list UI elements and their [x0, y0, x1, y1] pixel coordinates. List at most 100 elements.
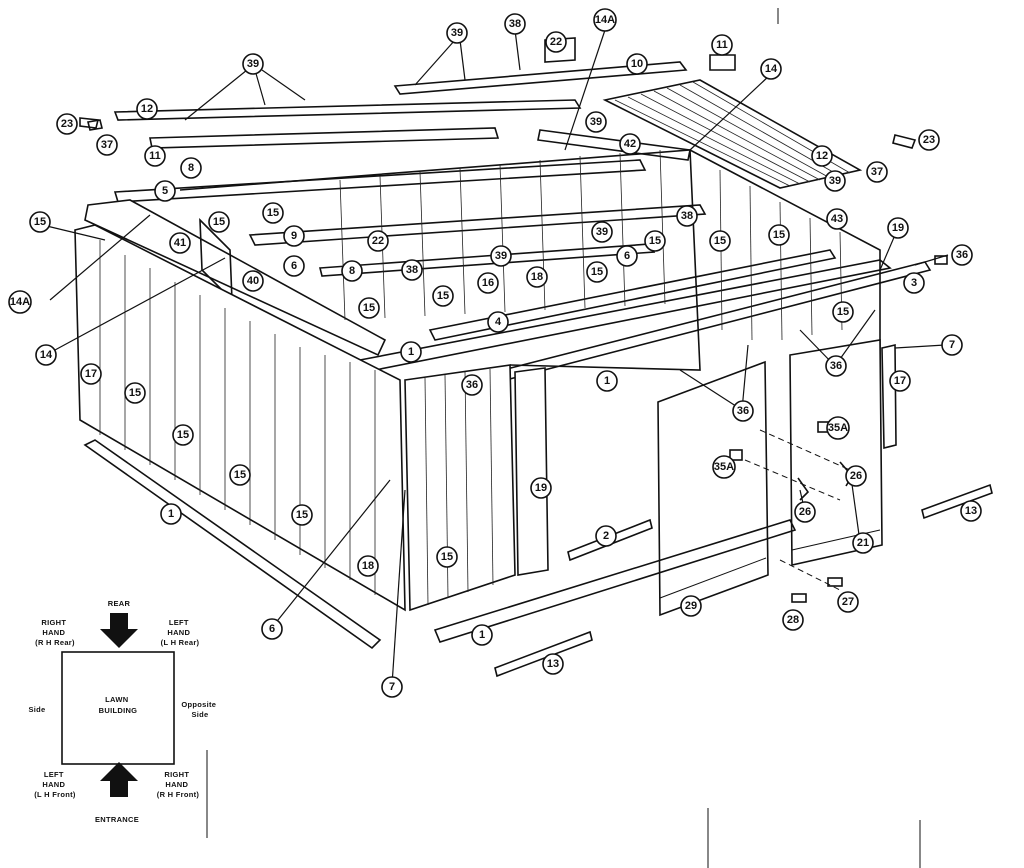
callout-number: 39 [451, 27, 463, 39]
callout-number: 43 [831, 213, 843, 225]
callout-number: 15 [773, 229, 785, 241]
callout-number: 15 [363, 302, 375, 314]
callout-number: 29 [685, 600, 697, 612]
callout-15: 15 [436, 546, 458, 568]
callout-number: 36 [466, 379, 478, 391]
callout-number: 17 [894, 375, 906, 387]
building-structure [74, 37, 993, 678]
callout-number: 15 [591, 266, 603, 278]
callout-1: 1 [596, 370, 618, 392]
callout-number: 39 [495, 250, 507, 262]
rear-arrow-icon [100, 613, 138, 648]
callout-number: 1 [408, 346, 414, 358]
callout-18: 18 [357, 555, 379, 577]
callout-36: 36 [825, 355, 847, 377]
callout-22: 22 [545, 31, 567, 53]
callout-number: 14 [765, 63, 778, 75]
callout-number: 12 [816, 150, 828, 162]
callout-number: 15 [213, 216, 225, 228]
callout-35a: 35A [826, 416, 850, 440]
base-rails [83, 439, 993, 678]
callout-40: 40 [242, 270, 264, 292]
callout-39: 39 [242, 53, 264, 75]
callout-15: 15 [172, 424, 194, 446]
callout-number: 38 [406, 264, 418, 276]
callout-39: 39 [585, 111, 607, 133]
callout-1: 1 [160, 503, 182, 525]
callout-13: 13 [960, 500, 982, 522]
callout-labels: 111123456667788910111112121313141414A14A… [8, 8, 982, 698]
callout-9: 9 [283, 225, 305, 247]
callout-number: 23 [61, 118, 73, 130]
callout-23: 23 [56, 113, 78, 135]
callout-17: 17 [80, 363, 102, 385]
callout-number: 35A [828, 422, 848, 434]
callout-number: 2 [603, 530, 609, 542]
legend-center: LAWN BUILDING [99, 695, 138, 715]
callout-38: 38 [401, 259, 423, 281]
callout-15: 15 [262, 202, 284, 224]
callout-number: 18 [531, 271, 543, 283]
callout-number: 3 [911, 277, 917, 289]
callout-10: 10 [626, 53, 648, 75]
callout-number: 36 [956, 249, 968, 261]
callout-8: 8 [341, 260, 363, 282]
callout-35a: 35A [712, 455, 736, 479]
callout-42: 42 [619, 133, 641, 155]
callout-number: 15 [129, 387, 141, 399]
callout-12: 12 [811, 145, 833, 167]
callout-number: 19 [535, 482, 547, 494]
legend-right-hand-front: RIGHT HAND (R H Front) [157, 770, 200, 799]
callout-number: 15 [437, 290, 449, 302]
callout-number: 18 [362, 560, 374, 572]
callout-41: 41 [169, 232, 191, 254]
callout-number: 23 [923, 134, 935, 146]
callout-number: 22 [550, 36, 562, 48]
callout-number: 37 [871, 166, 883, 178]
left-door [657, 360, 769, 617]
callout-number: 1 [168, 508, 174, 520]
callout-number: 13 [547, 658, 559, 670]
callout-26: 26 [794, 501, 816, 523]
callout-27: 27 [837, 591, 859, 613]
callout-number: 39 [829, 175, 841, 187]
callout-15: 15 [586, 261, 608, 283]
callout-number: 4 [495, 316, 502, 328]
callout-number: 21 [857, 537, 869, 549]
callout-15: 15 [208, 211, 230, 233]
callout-36: 36 [732, 400, 754, 422]
callout-14a: 14A [593, 8, 617, 32]
callout-number: 37 [101, 139, 113, 151]
callout-15: 15 [124, 382, 146, 404]
callout-15: 15 [644, 230, 666, 252]
callout-15: 15 [29, 211, 51, 233]
callout-number: 7 [949, 339, 955, 351]
callout-14: 14 [35, 344, 57, 366]
callout-8: 8 [180, 157, 202, 179]
legend-entrance: ENTRANCE [95, 815, 139, 824]
callout-11: 11 [711, 34, 733, 56]
callout-number: 19 [892, 222, 904, 234]
callout-5: 5 [154, 180, 176, 202]
callout-number: 22 [372, 235, 384, 247]
callout-number: 15 [267, 207, 279, 219]
callout-number: 1 [604, 375, 610, 387]
callout-37: 37 [866, 161, 888, 183]
callout-6: 6 [261, 618, 283, 640]
callout-number: 40 [247, 275, 259, 287]
callout-number: 14A [10, 296, 30, 308]
legend-opposite-side: Opposite Side [181, 700, 218, 719]
callout-number: 15 [714, 235, 726, 247]
right-wall [689, 149, 897, 450]
legend-rear: REAR [108, 599, 131, 608]
callout-3: 3 [903, 272, 925, 294]
callout-38: 38 [504, 13, 526, 35]
callout-number: 14A [595, 14, 615, 26]
callout-number: 12 [141, 103, 153, 115]
callout-15: 15 [832, 301, 854, 323]
callout-number: 42 [624, 138, 636, 150]
callout-4: 4 [487, 311, 509, 333]
callout-2: 2 [595, 525, 617, 547]
callout-6: 6 [616, 245, 638, 267]
